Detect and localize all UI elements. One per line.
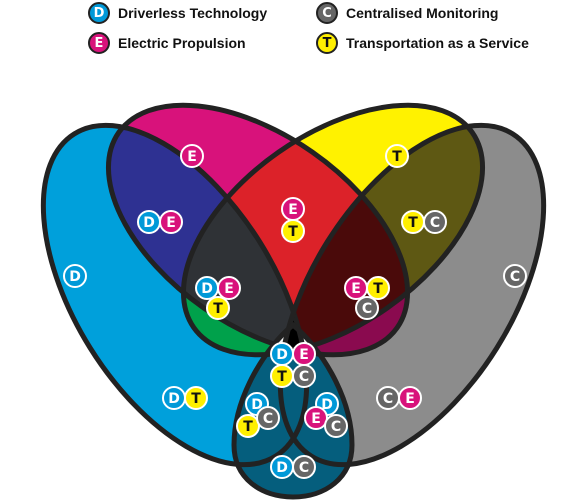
region-d-badges: D: [63, 264, 87, 288]
badge-c-icon: [423, 210, 447, 234]
badge-letter: E: [311, 411, 321, 427]
legend-item-electric: E Electric Propulsion: [88, 30, 246, 56]
badge-c-icon: [324, 414, 348, 438]
badge-e-icon: [304, 406, 328, 430]
badge-letter: D: [201, 281, 213, 297]
e-badge-icon: E: [88, 32, 110, 54]
badge-letter: T: [392, 149, 402, 165]
badge-c-icon: [256, 406, 280, 430]
badge-letter: E: [187, 149, 197, 165]
badge-letter: D: [251, 397, 263, 413]
d-badge-icon: D: [88, 2, 110, 24]
badge-letter: E: [351, 281, 361, 297]
badge-letter: E: [288, 202, 298, 218]
badge-letter: D: [69, 269, 81, 285]
badge-letter: D: [168, 391, 180, 407]
badge-letter: C: [362, 301, 372, 317]
badge-letter: T: [191, 391, 201, 407]
badge-letter: T: [243, 419, 253, 435]
region-e-badges: E: [180, 144, 204, 168]
badge-letter: C: [299, 369, 309, 385]
legend: D Driverless Technology E Electric Propu…: [0, 0, 587, 60]
badge-c-icon: [503, 264, 527, 288]
badge-letter: T: [408, 215, 418, 231]
legend-label-transportation: Transportation as a Service: [346, 35, 529, 51]
region-et-badges: ET: [281, 197, 305, 243]
badge-letter: E: [299, 347, 309, 363]
legend-item-centralised: C Centralised Monitoring: [316, 0, 498, 26]
badge-letter: C: [383, 391, 393, 407]
badge-letter: C: [430, 215, 440, 231]
badge-c-icon: [355, 296, 379, 320]
region-t-badges: T: [385, 144, 409, 168]
badge-e-icon: [159, 210, 183, 234]
badge-e-icon: [217, 276, 241, 300]
legend-label-driverless: Driverless Technology: [118, 5, 268, 21]
badge-letter: D: [276, 347, 288, 363]
badge-e-icon: [180, 144, 204, 168]
region-c-badges: C: [503, 264, 527, 288]
badge-letter: C: [331, 419, 341, 435]
badge-letter: E: [224, 281, 234, 297]
badge-c-icon: [292, 455, 316, 479]
badge-letter: C: [263, 411, 273, 427]
badge-letter: D: [143, 215, 155, 231]
legend-label-centralised: Centralised Monitoring: [346, 5, 499, 21]
region-dc-fill: [234, 325, 352, 497]
drop-outline: [231, 321, 355, 500]
badge-t-icon: [206, 296, 230, 320]
badge-letter: C: [510, 269, 520, 285]
badge-c-icon: [292, 364, 316, 388]
badge-t-icon: [385, 144, 409, 168]
badge-t-icon: [236, 414, 260, 438]
badge-t-icon: [184, 386, 208, 410]
set-d-outline: [40, 122, 310, 468]
badge-letter: D: [276, 460, 288, 476]
badge-letter: T: [373, 281, 383, 297]
set-t-outline: [180, 102, 486, 358]
badge-letter: T: [277, 369, 287, 385]
legend-item-driverless: D Driverless Technology: [88, 0, 267, 26]
badge-letter: E: [405, 391, 415, 407]
badge-letter: T: [288, 224, 298, 240]
badge-d-icon: [63, 264, 87, 288]
badge-t-icon: [281, 219, 305, 243]
t-badge-icon: T: [316, 32, 338, 54]
set-c-outline: [277, 122, 547, 468]
badge-e-icon: [398, 386, 422, 410]
set-outlines: [40, 102, 547, 500]
legend-label-electric: Electric Propulsion: [118, 35, 246, 51]
badge-letter: E: [166, 215, 176, 231]
c-badge-icon: C: [316, 2, 338, 24]
badge-t-icon: [366, 276, 390, 300]
legend-item-transportation: T Transportation as a Service: [316, 30, 529, 56]
badge-letter: T: [213, 301, 223, 317]
set-c-fill: [280, 125, 544, 465]
set-d-fill: [43, 125, 307, 465]
set-e-outline: [105, 102, 411, 358]
badge-letter: C: [299, 460, 309, 476]
badge-letter: D: [321, 397, 333, 413]
